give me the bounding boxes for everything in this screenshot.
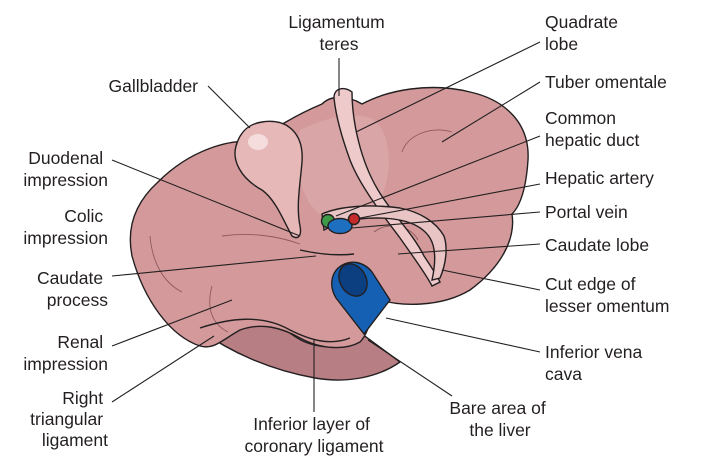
label-quadrate-lobe: Quadrate lobe	[545, 12, 623, 54]
leader-right-triangular-ligament	[112, 336, 214, 402]
leader-inferior-vena-cava	[386, 318, 540, 352]
gallbladder-highlight	[248, 134, 268, 150]
label-caudate-process: Caudate process	[37, 268, 108, 310]
label-inferior-layer: Inferior layer of coronary ligament	[244, 414, 383, 456]
label-tuber-omentale: Tuber omentale	[545, 72, 667, 92]
label-cut-edge: Cut edge of lesser omentum	[545, 274, 670, 316]
label-caudate-lobe: Caudate lobe	[545, 235, 649, 255]
label-ligamentum-teres: Ligamentum teres	[288, 12, 389, 54]
label-renal-impression: Renal impression	[23, 332, 108, 374]
label-hepatic-artery: Hepatic artery	[545, 168, 654, 188]
label-colic-impression: Colic impression	[23, 206, 108, 248]
hepatic-artery-vessel	[349, 214, 360, 225]
label-common-hepatic-duct: Common hepatic duct	[545, 108, 640, 150]
label-right-triangular-ligament: Right triangular ligament	[30, 388, 108, 450]
label-gallbladder: Gallbladder	[109, 76, 199, 96]
label-portal-vein: Portal vein	[545, 202, 628, 222]
label-bare-area: Bare area of the liver	[449, 398, 550, 440]
leader-gallbladder	[208, 86, 250, 128]
label-inferior-vena-cava: Inferior vena cava	[545, 342, 647, 384]
label-duodenal-impression: Duodenal impression	[23, 148, 108, 190]
